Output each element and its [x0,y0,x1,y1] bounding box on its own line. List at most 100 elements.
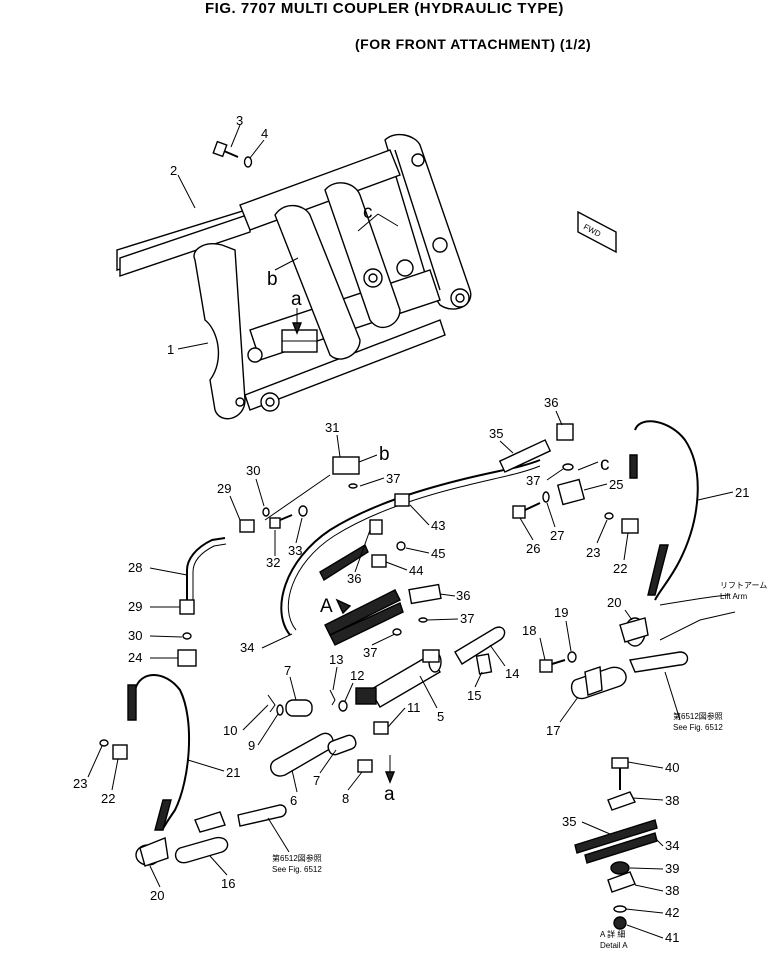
callout-27: 27 [550,528,564,543]
callout-24: 24 [128,650,142,665]
pivot-hole-inner [265,397,275,407]
callout-42: 42 [665,905,679,920]
fitting-44 [371,554,387,568]
coupler-frame: FWD [116,133,617,420]
pivot-hole [396,259,414,277]
callout-2: 2 [170,163,177,178]
fitting-29b [179,599,195,615]
bolt-3 [177,124,265,350]
callout-15: 15 [467,688,481,703]
callout-35b: 35 [562,814,576,829]
callout-37: 37 [386,471,400,486]
washer-4 [243,156,253,168]
o-ring-37d [418,617,428,623]
pivot-hole [247,347,263,363]
callout-14: 14 [505,666,519,681]
block-24 [177,649,197,667]
inner-plate-left [274,204,361,360]
washer-19 [567,651,577,663]
callout-37d: 37 [526,473,540,488]
o-ring-45 [396,541,406,551]
link-7b [327,734,357,756]
elbow-22 [621,518,639,534]
callout-38: 38 [665,793,679,808]
o-ring-37 [348,483,358,489]
callout-26: 26 [526,541,540,556]
hydraulic-pipe-28 [186,537,226,600]
hose-fitting-35 [498,439,552,473]
pivot-hole [432,237,448,253]
callout-22: 22 [613,561,627,576]
callout-8: 8 [342,791,349,806]
callout-34b: 34 [665,838,679,853]
cotter-pin-10 [267,694,276,713]
callout-31: 31 [325,420,339,435]
callout-33: 33 [288,543,302,558]
callout-a2: a [384,784,395,805]
bottom-cross-tube [244,319,446,411]
fitting-36b [408,583,442,605]
pin-15 [475,653,493,675]
callout-28: 28 [128,560,142,575]
callout-20: 20 [607,595,621,610]
see-fig-right: See Fig. 6512 [673,723,723,732]
lift-arm: Lift Arm [720,592,747,601]
detail-a-jp: A 詳 細 [600,929,625,939]
o-ring-23b [99,739,109,747]
callout-37c: 37 [363,645,377,660]
callout-40: 40 [665,760,679,775]
leader-lines [87,410,734,939]
see-fig-left: See Fig. 6512 [272,865,322,874]
callout-37b: 37 [460,611,474,626]
callout-34: 34 [240,640,254,655]
callout-36c: 36 [544,395,558,410]
callout-39: 39 [665,861,679,876]
callout-b: b [267,269,278,290]
hose-21-right [634,420,699,601]
callout-44: 44 [409,563,423,578]
callout-b2: b [379,444,390,465]
callout-30: 30 [246,463,260,478]
washer-27 [542,491,550,503]
o-ring-30b [182,632,192,640]
lift-arm-jp: リフトアーム [720,581,767,590]
pivot-hole-inner [368,273,378,283]
bolt-hole [235,397,245,407]
callout-labels: 3 4 2 1 b a c 31 b 37 30 29 32 33 43 45 … [73,113,749,945]
callout-3: 3 [236,113,243,128]
hydraulic-pipe-34 [280,459,541,636]
bolt-8 [357,759,373,773]
callout-7: 7 [284,663,291,678]
see-fig-jp-left: 第6512図参照 [272,853,322,863]
pin-14 [454,626,506,665]
callout-20b: 20 [150,888,164,903]
block-25 [556,478,586,506]
o-ring-30 [262,507,270,517]
see-fig-jp-right: 第6512図参照 [673,711,723,721]
callout-45: 45 [431,546,445,561]
callout-30b: 30 [128,628,142,643]
upper-cross-tube [239,149,401,231]
callout-41: 41 [665,930,679,945]
o-ring-23 [604,512,614,520]
callout-13: 13 [329,652,343,667]
arrow-a [335,598,352,615]
elbow-22b [112,744,128,760]
block-31 [332,456,360,475]
hose-cluster-a [324,589,401,636]
callout-16: 16 [221,876,235,891]
callout-36b: 36 [456,588,470,603]
callout-43: 43 [431,518,445,533]
callout-7b: 7 [313,773,320,788]
hose-21-left [134,674,191,831]
hose-end-right [629,651,689,673]
hydraulic-cylinder-5 [355,649,442,708]
callout-21: 21 [735,485,749,500]
callout-38b: 38 [665,883,679,898]
fitting-36 [369,519,383,535]
elbow-36 [556,423,574,441]
right-side-plate [384,133,472,310]
right-plate-edge [394,149,441,291]
figure-title: FIG. 7707 MULTI COUPLER (HYDRAULIC TYPE) [205,0,564,17]
figure-subtitle: (FOR FRONT ATTACHMENT) (1/2) [355,36,592,52]
